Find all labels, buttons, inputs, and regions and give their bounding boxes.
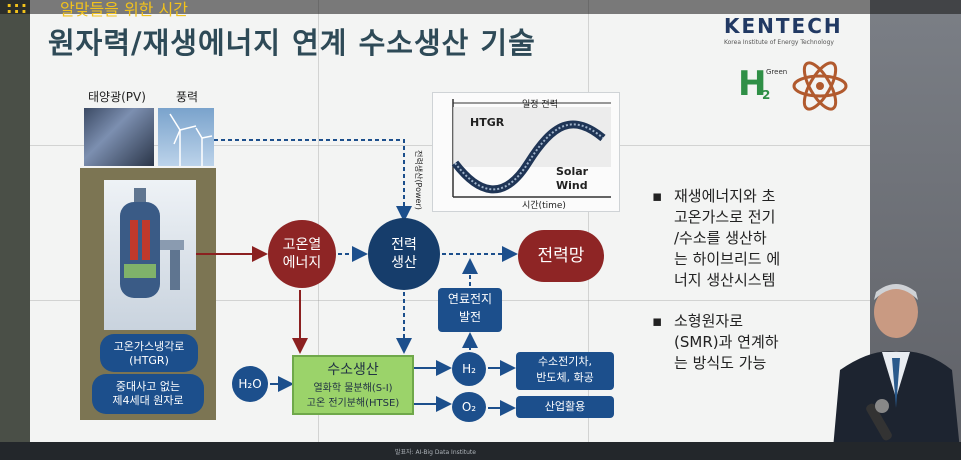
bullet-text: 고온가스로 전기 xyxy=(674,208,776,226)
chart-y-label: 전력생산(Power) xyxy=(414,150,423,210)
h2-label: H₂ xyxy=(462,362,476,376)
projection-grid-line xyxy=(318,0,319,445)
bullet-text: (SMR)과 연계하 xyxy=(674,333,779,351)
power-chart xyxy=(432,92,620,212)
node-grid-label: 전력망 xyxy=(537,246,585,266)
use-vehicles-box: 수소전기차, 반도체, 화공 xyxy=(516,352,614,390)
bullet-text: 너지 생산시스템 xyxy=(674,271,776,289)
node-power-line2: 생산 xyxy=(391,255,417,271)
bullet-marker: ▪ xyxy=(652,187,663,205)
atom-icon xyxy=(792,61,848,111)
hydrogen-production-box: 수소생산 열화학 물분해(S-I) 고온 전기분해(HTSE) xyxy=(292,355,414,415)
reactor-desc-line1: 중대사고 없는 xyxy=(115,380,181,393)
node-power-line1: 전력 xyxy=(391,237,417,253)
solar-panel-image xyxy=(84,108,154,166)
fuel-cell-line1: 연료전지 xyxy=(447,292,493,306)
use-industry-box: 산업활용 xyxy=(516,396,614,418)
bullet-text: /수소를 생산하 xyxy=(674,229,767,247)
bottom-toolbar xyxy=(0,442,961,460)
hydrogen-box-line2: 고온 전기분해(HTSE) xyxy=(306,398,400,409)
node-h2o: H₂O xyxy=(232,366,268,402)
bullet-item: ▪ 소형원자로 (SMR)과 연계하 는 방식도 가능 xyxy=(652,311,780,374)
solar-label: 태양광(PV) xyxy=(88,90,146,104)
green-h2-logo: H xyxy=(738,64,767,104)
kentech-logo: KENTECH xyxy=(724,14,843,38)
green-h2-subscript: 2 xyxy=(762,88,771,102)
stream-header-bar xyxy=(0,0,961,14)
channel-logo: ::: xyxy=(6,0,29,17)
projection-grid-line xyxy=(588,0,589,445)
reactor-type-line2: (HTGR) xyxy=(129,354,169,367)
wind-turbine-icon xyxy=(169,113,213,166)
node-h2: H₂ xyxy=(452,352,486,386)
bullet-text: 는 하이브리드 에 xyxy=(674,250,781,268)
reactor-desc-line2: 제4세대 원자로 xyxy=(112,394,184,407)
bullet-text: 재생에너지와 초 xyxy=(674,187,776,205)
reactor-type-label: 고온가스냉각로 (HTGR) xyxy=(100,334,198,372)
power-chart-svg xyxy=(451,99,611,198)
bullet-item: ▪ 재생에너지와 초 고온가스로 전기 /수소를 생산하 는 하이브리드 에 너… xyxy=(652,186,780,291)
chart-label-wind: Wind xyxy=(556,179,588,192)
fuel-cell-line2: 발전 xyxy=(458,310,482,324)
reactor-image xyxy=(104,180,196,330)
session-title: 알맞들을 위한 시간 xyxy=(60,0,188,19)
chart-x-label: 시간(time) xyxy=(522,201,566,211)
bullet-text: 는 방식도 가능 xyxy=(674,354,767,372)
bullet-marker: ▪ xyxy=(652,312,663,330)
wind-turbine-image xyxy=(158,108,214,166)
bullet-text: 소형원자로 xyxy=(674,312,744,330)
o2-label: O₂ xyxy=(461,400,477,414)
chart-label-constant: 일정 전력 xyxy=(522,100,558,110)
kentech-subtitle: Korea Institute of Energy Technology xyxy=(724,39,834,46)
hydrogen-box-line1: 열화학 물분해(S-I) xyxy=(313,383,393,394)
node-power-grid: 전력망 xyxy=(518,230,604,282)
use-line1: 수소전기차, xyxy=(537,355,593,368)
slide-title: 원자력/재생에너지 연계 수소생산 기술 xyxy=(48,26,536,60)
reactor-type-line1: 고온가스냉각로 xyxy=(113,340,185,353)
hydrogen-box-title: 수소생산 xyxy=(327,362,379,378)
use-line2: 반도체, 화공 xyxy=(536,371,594,384)
footer-text: 발표자: AI-Big Data Institute xyxy=(395,449,476,456)
bullet-list: ▪ 재생에너지와 초 고온가스로 전기 /수소를 생산하 는 하이브리드 에 너… xyxy=(652,186,780,374)
chart-label-htgr: HTGR xyxy=(470,116,505,129)
node-heat-line1: 고온열 xyxy=(282,237,322,253)
wind-label: 풍력 xyxy=(176,90,199,104)
presenter-image xyxy=(832,284,961,460)
use-line3: 산업활용 xyxy=(544,400,586,413)
fuel-cell-box: 연료전지 발전 xyxy=(438,288,502,332)
reactor-vessel-icon xyxy=(120,188,184,298)
node-o2: O₂ xyxy=(452,392,486,422)
node-heat-line2: 에너지 xyxy=(282,255,322,271)
h2o-label: H₂O xyxy=(238,377,262,391)
reactor-desc-label: 중대사고 없는 제4세대 원자로 xyxy=(92,374,204,414)
green-h2-word: Green xyxy=(766,68,788,76)
chart-label-solar: Solar xyxy=(556,165,589,178)
